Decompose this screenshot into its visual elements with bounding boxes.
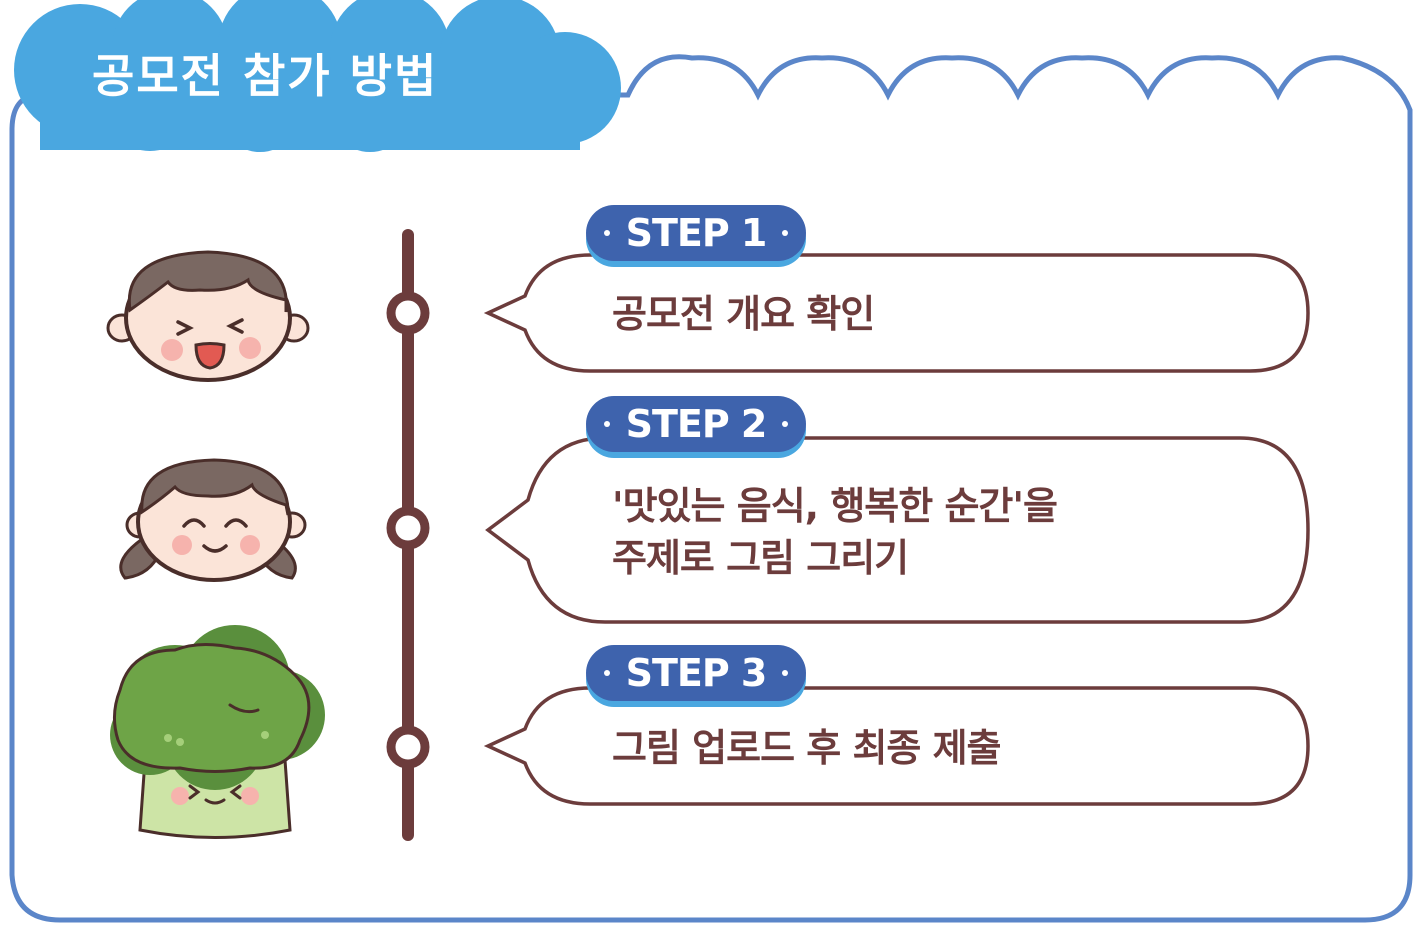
step-2-badge: STEP 2 bbox=[586, 396, 806, 452]
step-1-text: 공모전 개요 확인 bbox=[612, 288, 875, 340]
step-2-line-1: '맛있는 음식, 행복한 순간'을 bbox=[612, 484, 1058, 528]
header-cloud bbox=[14, 0, 621, 152]
step-3-bubble bbox=[483, 686, 1310, 806]
pill-dot-icon bbox=[782, 421, 789, 427]
pill-dot-icon bbox=[782, 670, 789, 676]
step-2-text: '맛있는 음식, 행복한 순간'을 주제로 그림 그리기 bbox=[612, 480, 1058, 584]
step-1-line-1: 공모전 개요 확인 bbox=[612, 292, 875, 336]
page-title: 공모전 참가 방법 bbox=[92, 49, 439, 103]
step-3-badge: STEP 3 bbox=[586, 645, 806, 701]
timeline bbox=[386, 229, 430, 841]
pill-dot-icon bbox=[782, 230, 789, 236]
broccoli-character-icon bbox=[110, 625, 325, 839]
step-3-line-1: 그림 업로드 후 최종 제출 bbox=[612, 726, 1002, 770]
step-1-bubble bbox=[483, 253, 1310, 373]
pill-dot-icon bbox=[603, 421, 610, 427]
step-1-badge: STEP 1 bbox=[586, 205, 806, 261]
laughing-girl-icon bbox=[106, 250, 310, 382]
step-2-bubble bbox=[485, 436, 1310, 624]
timeline-node-2 bbox=[386, 506, 430, 550]
step-2-label: STEP 2 bbox=[625, 402, 768, 446]
step-1-label: STEP 1 bbox=[625, 211, 768, 255]
pill-dot-icon bbox=[603, 670, 610, 676]
pill-dot-icon bbox=[603, 230, 610, 236]
step-3-text: 그림 업로드 후 최종 제출 bbox=[612, 722, 1002, 774]
smiling-girl-icon bbox=[119, 458, 307, 582]
step-3-label: STEP 3 bbox=[625, 651, 768, 695]
timeline-node-1 bbox=[386, 291, 430, 335]
step-2-line-2: 주제로 그림 그리기 bbox=[612, 536, 909, 580]
timeline-node-3 bbox=[386, 725, 430, 769]
